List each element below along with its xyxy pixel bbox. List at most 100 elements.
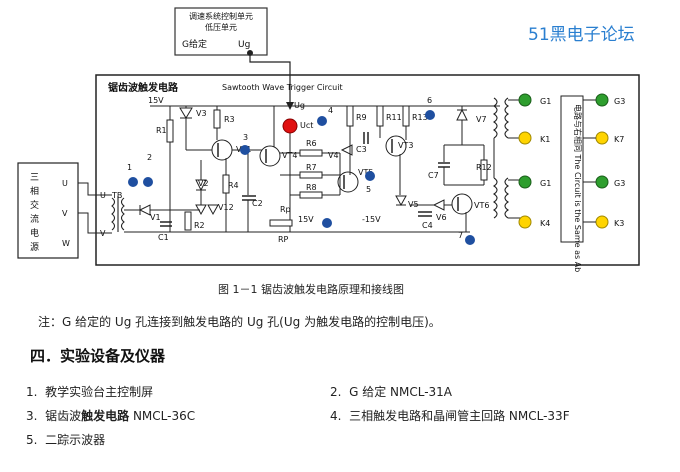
pulse-transformer-bottom bbox=[493, 177, 509, 219]
g-setpoint-label: G给定 bbox=[182, 38, 207, 50]
resistor-r3 bbox=[213, 109, 221, 129]
label-rp: RP bbox=[278, 235, 289, 244]
ug-input-node[interactable] bbox=[282, 118, 298, 134]
label-tp6: 6 bbox=[427, 96, 432, 105]
resistor-r11 bbox=[376, 105, 384, 127]
test-point-4[interactable] bbox=[317, 116, 327, 126]
control-unit-label: 调速系统控制单元 bbox=[189, 11, 253, 21]
label-vt6: VT6 bbox=[474, 201, 489, 210]
diode-v5-icon bbox=[395, 195, 407, 207]
label-15v-rp: 15V bbox=[298, 215, 314, 224]
label-r4: R4 bbox=[228, 181, 239, 190]
board-frame bbox=[95, 74, 640, 266]
trigger-circuit-diagram: 调速系统控制单元 低压单元 G给定 Ug 锯齿波触发电路 Sawtooth Wa… bbox=[17, 7, 640, 272]
terminal-g1-bottom-green[interactable] bbox=[518, 175, 532, 189]
label-tp3: 3 bbox=[243, 133, 248, 142]
label-r9: R9 bbox=[356, 113, 367, 122]
label-k4: K4 bbox=[540, 219, 550, 228]
test-point-5[interactable] bbox=[365, 171, 375, 181]
label-r11: R11 bbox=[386, 113, 402, 122]
test-point-2[interactable] bbox=[143, 177, 153, 187]
label-v-tb: V bbox=[100, 229, 106, 238]
label-tp2: 2 bbox=[147, 153, 152, 162]
circuit-title-cn: 锯齿波触发电路 bbox=[108, 81, 179, 94]
label-k7: K7 bbox=[614, 135, 624, 144]
label-k1: K1 bbox=[540, 135, 550, 144]
svg-text:源: 源 bbox=[30, 242, 39, 253]
pulse-transformer-top bbox=[493, 97, 509, 139]
wire-u bbox=[78, 182, 112, 196]
transistor-vt1-icon bbox=[211, 139, 233, 161]
label-rp-small: Rp bbox=[280, 205, 291, 214]
resistor-r8 bbox=[299, 191, 323, 199]
label-vt3: VT3 bbox=[398, 141, 413, 150]
list-item: 2. G 给定 NMCL-31A bbox=[330, 385, 453, 399]
terminal-k4-yellow[interactable] bbox=[518, 215, 532, 229]
transistor-vt2-icon bbox=[259, 145, 281, 167]
resistor-r1 bbox=[166, 119, 174, 143]
label-r12: R12 bbox=[476, 163, 492, 172]
supply-label: 三 相 交 流 电 源 bbox=[30, 173, 39, 253]
label-c2: C2 bbox=[252, 199, 263, 208]
label-g1-bottom: G1 bbox=[540, 179, 551, 188]
figure-caption: 图 1－1 锯齿波触发电路原理和接线图 bbox=[218, 283, 404, 296]
resistor-rp bbox=[269, 219, 293, 227]
label-tp4: 4 bbox=[328, 106, 333, 115]
rp-terminal[interactable] bbox=[322, 218, 332, 228]
label-v6: V6 bbox=[436, 213, 447, 222]
diode-v12-icon bbox=[195, 204, 207, 216]
terminal-g1-top-green[interactable] bbox=[518, 93, 532, 107]
same-circuit-text: 电路与右相同 The Circuit is the Same as Above bbox=[573, 104, 583, 272]
section-heading: 四．实验设备及仪器 bbox=[30, 347, 166, 365]
transistor-vt4-icon bbox=[337, 171, 359, 193]
label-v1: V1 bbox=[150, 213, 161, 222]
resistor-r13 bbox=[402, 105, 410, 127]
supply-box bbox=[17, 162, 79, 259]
terminal-k3-yellow[interactable] bbox=[595, 215, 609, 229]
label-v2: V2 bbox=[198, 179, 209, 188]
low-voltage-unit-label: 低压单元 bbox=[205, 22, 237, 32]
label-r13: R13 bbox=[412, 113, 428, 122]
label-uct: Uct bbox=[300, 121, 313, 130]
list-item: 4. 三相触发电路和晶闸管主回路 NMCL-33F bbox=[330, 409, 570, 423]
terminal-k1-yellow[interactable] bbox=[518, 131, 532, 145]
label-r7: R7 bbox=[306, 163, 317, 172]
terminal-g3-top-green[interactable] bbox=[595, 93, 609, 107]
label-v12: V12 bbox=[218, 203, 234, 212]
label-v3: V3 bbox=[196, 109, 207, 118]
svg-text:电: 电 bbox=[30, 227, 39, 239]
circuit-title-en: Sawtooth Wave Trigger Circuit bbox=[222, 83, 343, 92]
list-item: 5. 二踪示波器 bbox=[26, 433, 106, 447]
label-g3-bottom: G3 bbox=[614, 179, 625, 188]
wire-v bbox=[78, 212, 112, 234]
svg-text:交: 交 bbox=[30, 199, 39, 211]
label-r3: R3 bbox=[224, 115, 235, 124]
ug-label-box: Ug bbox=[238, 40, 250, 50]
label-r8: R8 bbox=[306, 183, 317, 192]
label-r1: R1 bbox=[156, 126, 167, 135]
terminal-g3-bottom-green[interactable] bbox=[595, 175, 609, 189]
label-u-tb: U bbox=[100, 191, 106, 200]
diode-v7-icon bbox=[456, 108, 468, 121]
site-watermark: 51黑电子论坛 bbox=[528, 25, 635, 45]
label-c4: C4 bbox=[422, 221, 433, 230]
label-c1: C1 bbox=[158, 233, 169, 242]
label-k3: K3 bbox=[614, 219, 624, 228]
resistor-r7 bbox=[299, 171, 323, 179]
label-vt4: VT5 bbox=[358, 168, 373, 177]
test-point-6[interactable] bbox=[425, 110, 435, 120]
diode-v1-icon bbox=[138, 204, 151, 216]
label-r2: R2 bbox=[194, 221, 205, 230]
terminal-k7-yellow[interactable] bbox=[595, 131, 609, 145]
label-v7: V7 bbox=[476, 115, 487, 124]
ug-wire bbox=[249, 56, 291, 104]
label-g1-top: G1 bbox=[540, 97, 551, 106]
resistor-r9 bbox=[346, 105, 354, 127]
test-point-1[interactable] bbox=[128, 177, 138, 187]
test-point-3[interactable] bbox=[240, 145, 250, 155]
transistor-vt6-icon bbox=[451, 193, 473, 215]
transformer-tb bbox=[111, 196, 125, 232]
test-point-7[interactable] bbox=[465, 235, 475, 245]
list-item: 1. 教学实验台主控制屏 bbox=[26, 385, 154, 399]
resistor-r2 bbox=[184, 211, 192, 231]
